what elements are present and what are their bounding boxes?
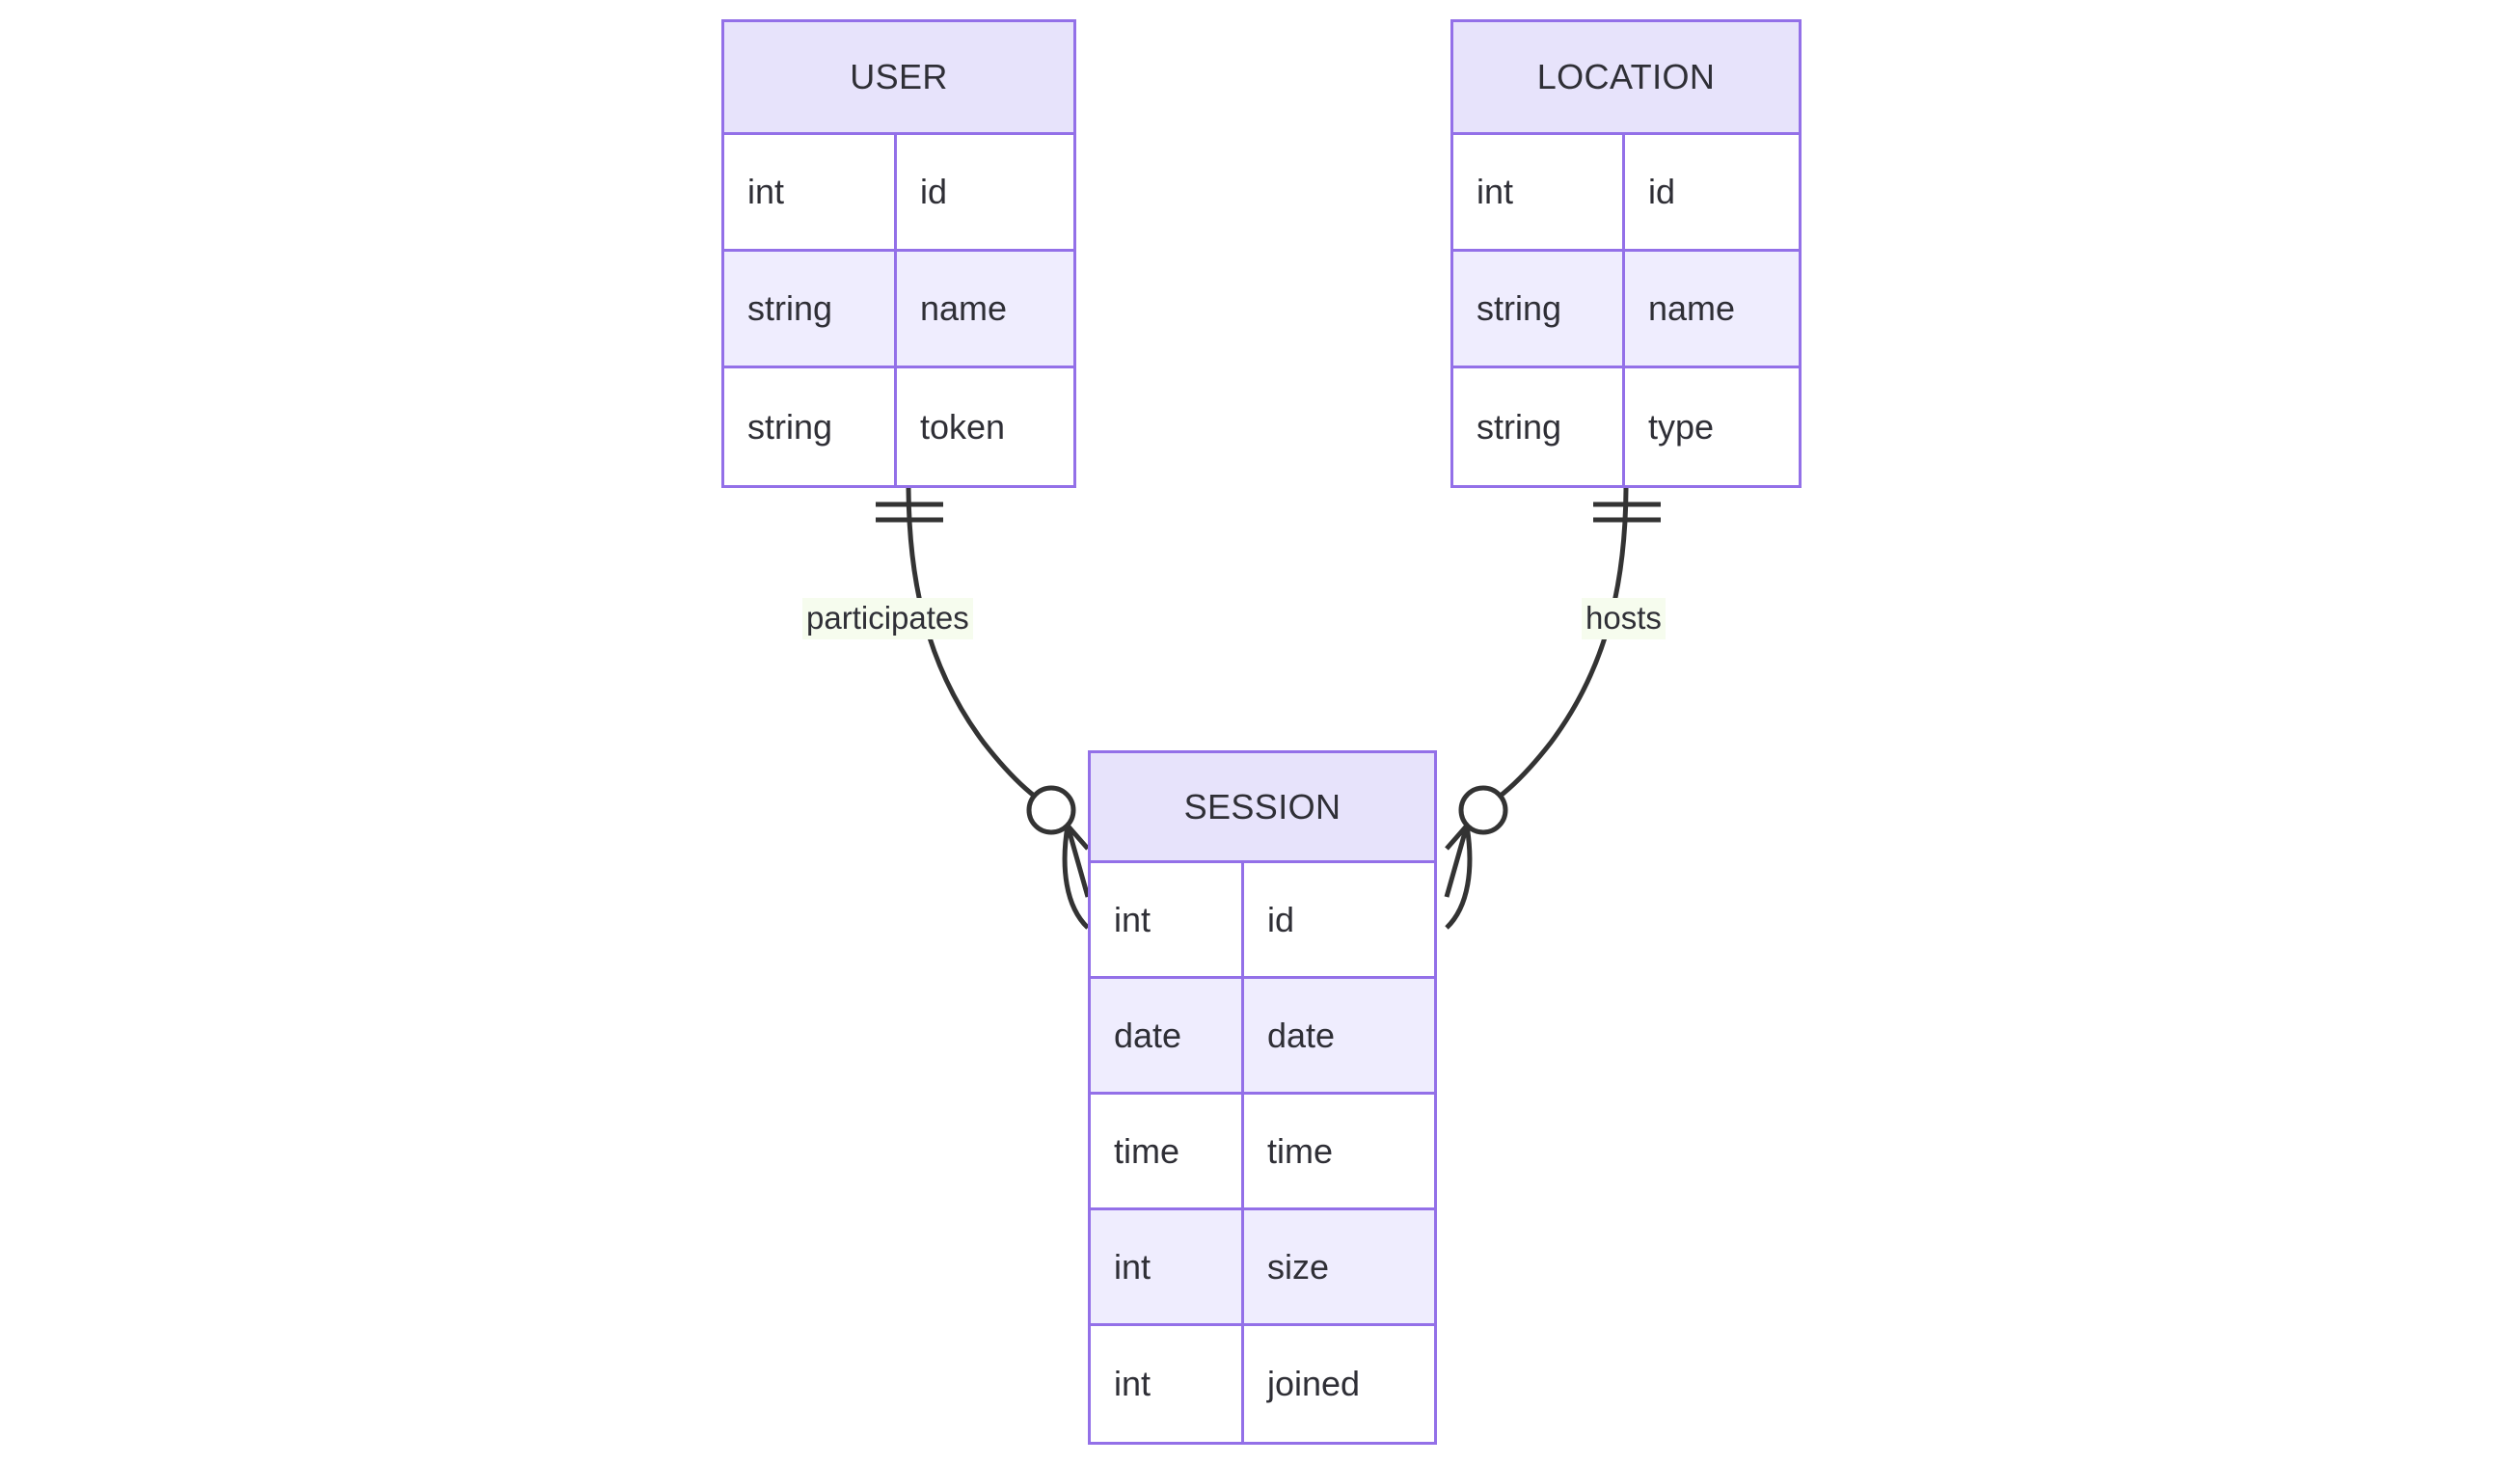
relationship-label-participates: participates	[802, 598, 973, 639]
attribute-name: time	[1267, 1130, 1334, 1171]
hosts-connector-path	[1481, 483, 1629, 811]
attribute-type: int	[1091, 863, 1244, 976]
entity-session-attribute-row: int id	[1091, 863, 1434, 979]
entity-location-attribute-row: string type	[1453, 368, 1799, 485]
attribute-type: string	[1453, 368, 1625, 485]
attribute-name: date	[1267, 1015, 1336, 1055]
entity-user-header: USER	[724, 22, 1073, 135]
entity-user-attribute-row: string name	[724, 252, 1073, 368]
entity-location[interactable]: LOCATION int id string name string type	[1450, 19, 1802, 488]
attribute-type: string	[724, 252, 897, 366]
attribute-name: id	[1648, 172, 1676, 211]
entity-session-attribute-row: time time	[1091, 1095, 1434, 1210]
entity-session-header: SESSION	[1091, 753, 1434, 863]
attribute-name: type	[1648, 406, 1715, 447]
attribute-type: string	[724, 368, 897, 485]
participates-zero-circle-icon	[1026, 785, 1076, 835]
attribute-type: int	[1453, 135, 1625, 249]
entity-session[interactable]: SESSION int id date date time time int s…	[1088, 750, 1437, 1445]
entity-location-header: LOCATION	[1453, 22, 1799, 135]
entity-user[interactable]: USER int id string name string token	[721, 19, 1076, 488]
relationship-label-hosts: hosts	[1582, 598, 1666, 639]
relationship-participates	[876, 483, 1091, 930]
entity-user-attribute-row: string token	[724, 368, 1073, 485]
attribute-name: size	[1267, 1246, 1330, 1287]
entity-session-attribute-row: date date	[1091, 979, 1434, 1095]
participates-crowsfoot-icon	[1062, 824, 1091, 930]
entity-location-attribute-row: int id	[1453, 135, 1799, 252]
entity-session-attribute-row: int size	[1091, 1210, 1434, 1326]
attribute-type: time	[1091, 1095, 1244, 1207]
attribute-name: id	[1267, 899, 1295, 939]
participates-connector-path	[906, 483, 1053, 811]
attribute-type: date	[1091, 979, 1244, 1092]
entity-user-title: USER	[850, 57, 948, 96]
hosts-zero-circle-icon	[1458, 785, 1508, 835]
entity-user-attribute-row: int id	[724, 135, 1073, 252]
attribute-type: string	[1453, 252, 1625, 366]
attribute-type: int	[1091, 1210, 1244, 1323]
entity-session-attribute-row: int joined	[1091, 1326, 1434, 1442]
relationship-hosts	[1444, 483, 1661, 930]
entity-location-title: LOCATION	[1536, 57, 1716, 96]
attribute-type: int	[1091, 1326, 1244, 1442]
entity-location-attribute-row: string name	[1453, 252, 1799, 368]
entity-session-title: SESSION	[1183, 786, 1341, 827]
attribute-name: token	[920, 406, 1006, 447]
attribute-name: name	[1648, 288, 1736, 328]
attribute-name: id	[920, 172, 948, 211]
hosts-crowsfoot-icon	[1444, 824, 1473, 930]
attribute-name: name	[920, 288, 1008, 328]
attribute-name: joined	[1267, 1364, 1361, 1403]
attribute-type: int	[724, 135, 897, 249]
